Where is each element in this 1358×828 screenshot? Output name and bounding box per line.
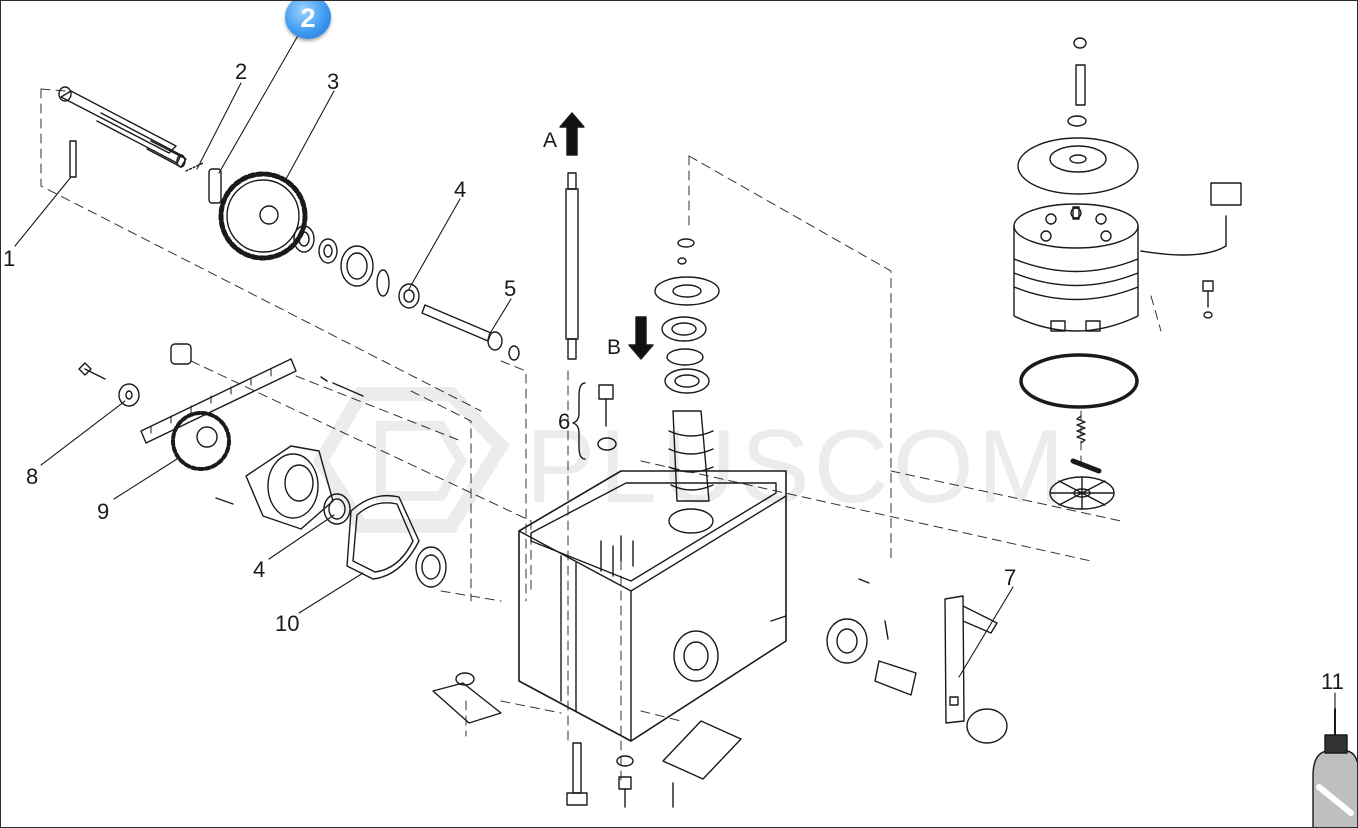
part-rod xyxy=(565,172,579,360)
label-part-5: 5 xyxy=(504,276,517,301)
label-part-3: 3 xyxy=(327,69,340,94)
arrow-down-icon xyxy=(628,316,654,360)
part-fan xyxy=(1049,476,1115,510)
step-badge[interactable]: 2 xyxy=(285,1,331,39)
part-pin xyxy=(1070,458,1102,474)
label-part-7: 7 xyxy=(1004,565,1017,590)
brace xyxy=(572,382,586,460)
part-screw xyxy=(215,497,234,505)
label-direction-b: B xyxy=(607,336,622,359)
label-part-4: 4 xyxy=(454,177,467,202)
part-bolt-washer xyxy=(78,362,140,407)
part-oil-bottle xyxy=(1312,708,1357,827)
part-motor xyxy=(1013,182,1242,332)
label-part-4-lower: 4 xyxy=(253,557,266,582)
guide-lines xyxy=(40,88,1162,782)
part-bottom-bracket xyxy=(432,672,742,780)
part-spring xyxy=(1076,415,1086,444)
part-release-lever xyxy=(944,595,1008,744)
part-spring-pin xyxy=(185,162,204,172)
part-o-ring xyxy=(1019,353,1139,409)
part-screw-2 xyxy=(320,376,364,397)
part-motor-screw xyxy=(1202,280,1214,319)
label-part-1: 1 xyxy=(3,246,16,271)
part-worm-stack xyxy=(654,238,720,534)
part-lever-shaft xyxy=(826,578,917,696)
part-screw-6 xyxy=(597,384,617,451)
part-flange xyxy=(245,445,351,530)
part-key-2 xyxy=(208,168,222,204)
part-rack-pinion xyxy=(140,343,297,471)
label-part-9: 9 xyxy=(97,499,110,524)
part-small-shaft xyxy=(421,304,520,361)
part-key xyxy=(69,140,77,178)
part-motor-cover xyxy=(1017,37,1139,195)
part-gear xyxy=(218,171,308,261)
part-shaft xyxy=(58,86,187,168)
label-part-10: 10 xyxy=(275,611,300,636)
label-part-8: 8 xyxy=(26,464,39,489)
part-bottom-bolts xyxy=(566,742,674,808)
label-part-2: 2 xyxy=(235,59,248,84)
label-direction-a: A xyxy=(543,129,558,152)
part-gearbox-housing xyxy=(518,470,787,742)
part-gasket xyxy=(346,494,447,588)
part-bearing-set xyxy=(293,225,420,309)
label-part-6: 6 xyxy=(558,409,571,434)
label-part-11: 11 xyxy=(1321,669,1344,694)
leader-lines xyxy=(14,24,1336,736)
arrow-up-icon xyxy=(559,112,585,156)
